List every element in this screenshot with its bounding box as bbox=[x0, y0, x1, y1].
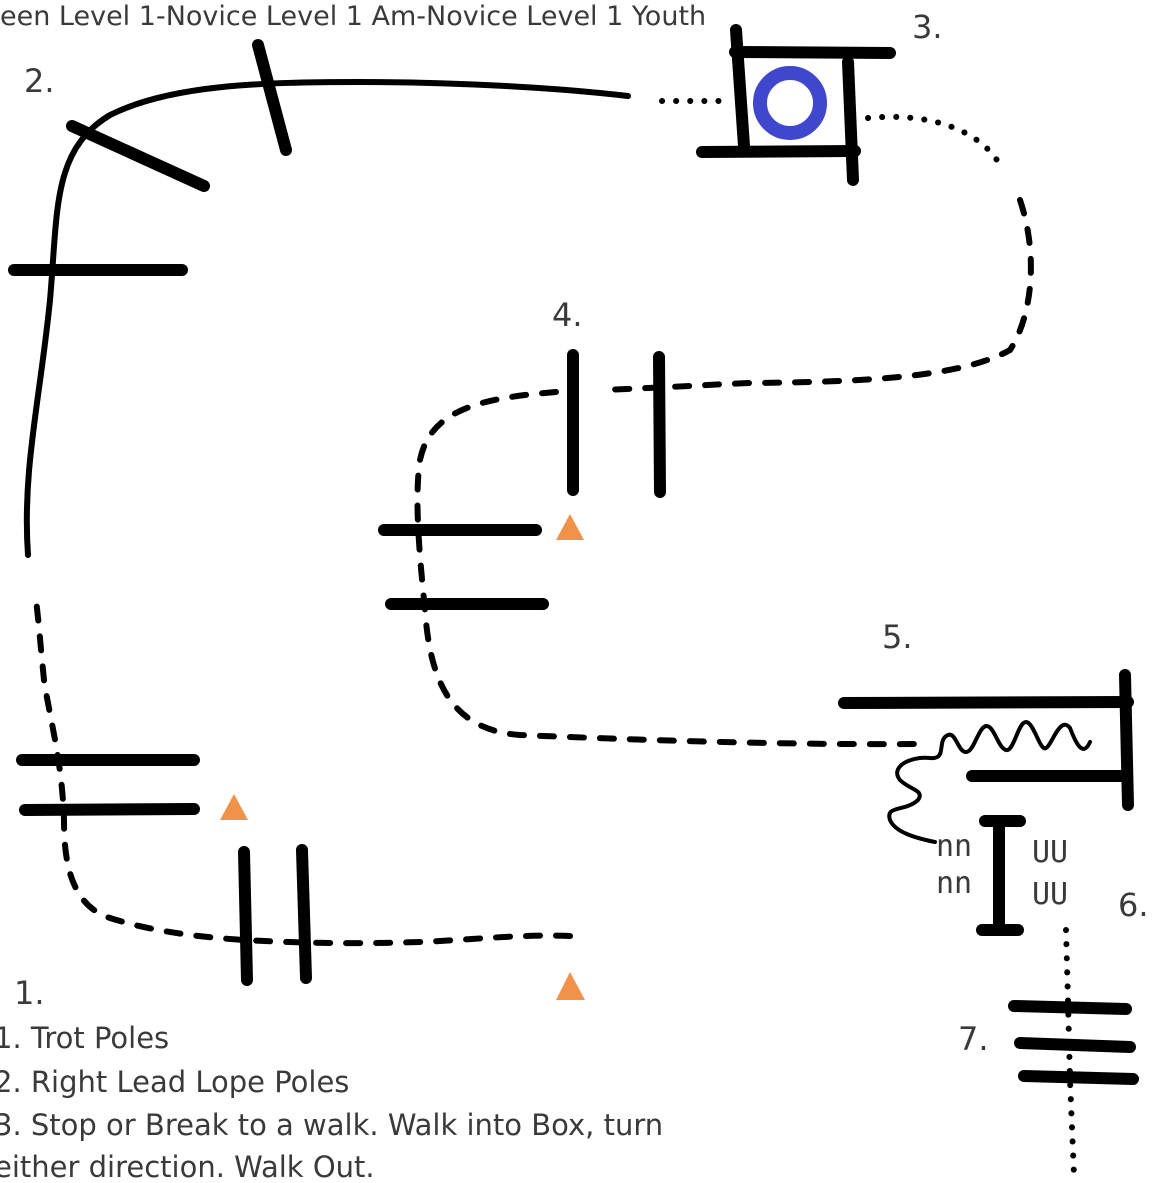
gait-mark-nn-1: nn bbox=[936, 829, 972, 864]
pattern-title: een Level 1-Novice Level 1 Am-Novice Lev… bbox=[0, 1, 706, 32]
obstacle-number-3: 3. bbox=[912, 8, 943, 46]
cone-icon-4 bbox=[556, 514, 584, 540]
trot-pole-1d bbox=[296, 844, 312, 984]
lope-pole-2 bbox=[66, 120, 210, 192]
exit-path bbox=[1063, 927, 1077, 1178]
obstacle-number-4: 4. bbox=[552, 296, 583, 334]
jog-path-left bbox=[33, 597, 573, 947]
jog-path-right bbox=[597, 197, 1034, 393]
obstacle-number-7: 7. bbox=[958, 1020, 989, 1058]
obstacle-number-2: 2. bbox=[24, 62, 55, 100]
legend-item-3: 3. Stop or Break to a walk. Walk into Bo… bbox=[0, 1108, 663, 1142]
cone-icon-start bbox=[556, 972, 585, 1000]
obstacle-number-6: 6. bbox=[1118, 886, 1149, 924]
circle-target-icon bbox=[753, 66, 827, 140]
back-up-squiggle bbox=[887, 720, 1092, 844]
box-pole-right bbox=[842, 56, 859, 186]
legend-item-1: 1. Trot Poles bbox=[0, 1021, 169, 1055]
gait-mark-uu-1: UU bbox=[1032, 835, 1068, 870]
finish-pole-3 bbox=[1018, 1070, 1139, 1085]
back-through-pole-top bbox=[838, 696, 1134, 709]
obstacle-number-5: 5. bbox=[882, 618, 913, 656]
finish-pole-1 bbox=[1008, 1000, 1132, 1015]
walk-path-out-of-box bbox=[865, 113, 1003, 168]
box-pole-top bbox=[729, 46, 896, 59]
trot-pole-1b bbox=[19, 803, 200, 816]
legend-item-2: 2. Right Lead Lope Poles bbox=[0, 1065, 349, 1099]
trot-pole-4b bbox=[653, 351, 666, 498]
jog-path-middle bbox=[414, 389, 923, 748]
back-through-pole-end bbox=[1119, 669, 1134, 811]
lope-path bbox=[23, 79, 631, 558]
lope-pole-3 bbox=[252, 39, 292, 156]
cone-icon-1a bbox=[220, 794, 248, 820]
trot-pole-1c bbox=[238, 846, 253, 986]
box-pole-bottom bbox=[696, 145, 861, 158]
obstacle-number-1: 1. bbox=[14, 974, 45, 1012]
legend-item-3-cont: either direction. Walk Out. bbox=[0, 1150, 375, 1183]
gait-mark-uu-2: UU bbox=[1032, 877, 1068, 912]
gait-mark-nn-2: nn bbox=[936, 866, 972, 901]
finish-pole-2 bbox=[1014, 1037, 1136, 1053]
